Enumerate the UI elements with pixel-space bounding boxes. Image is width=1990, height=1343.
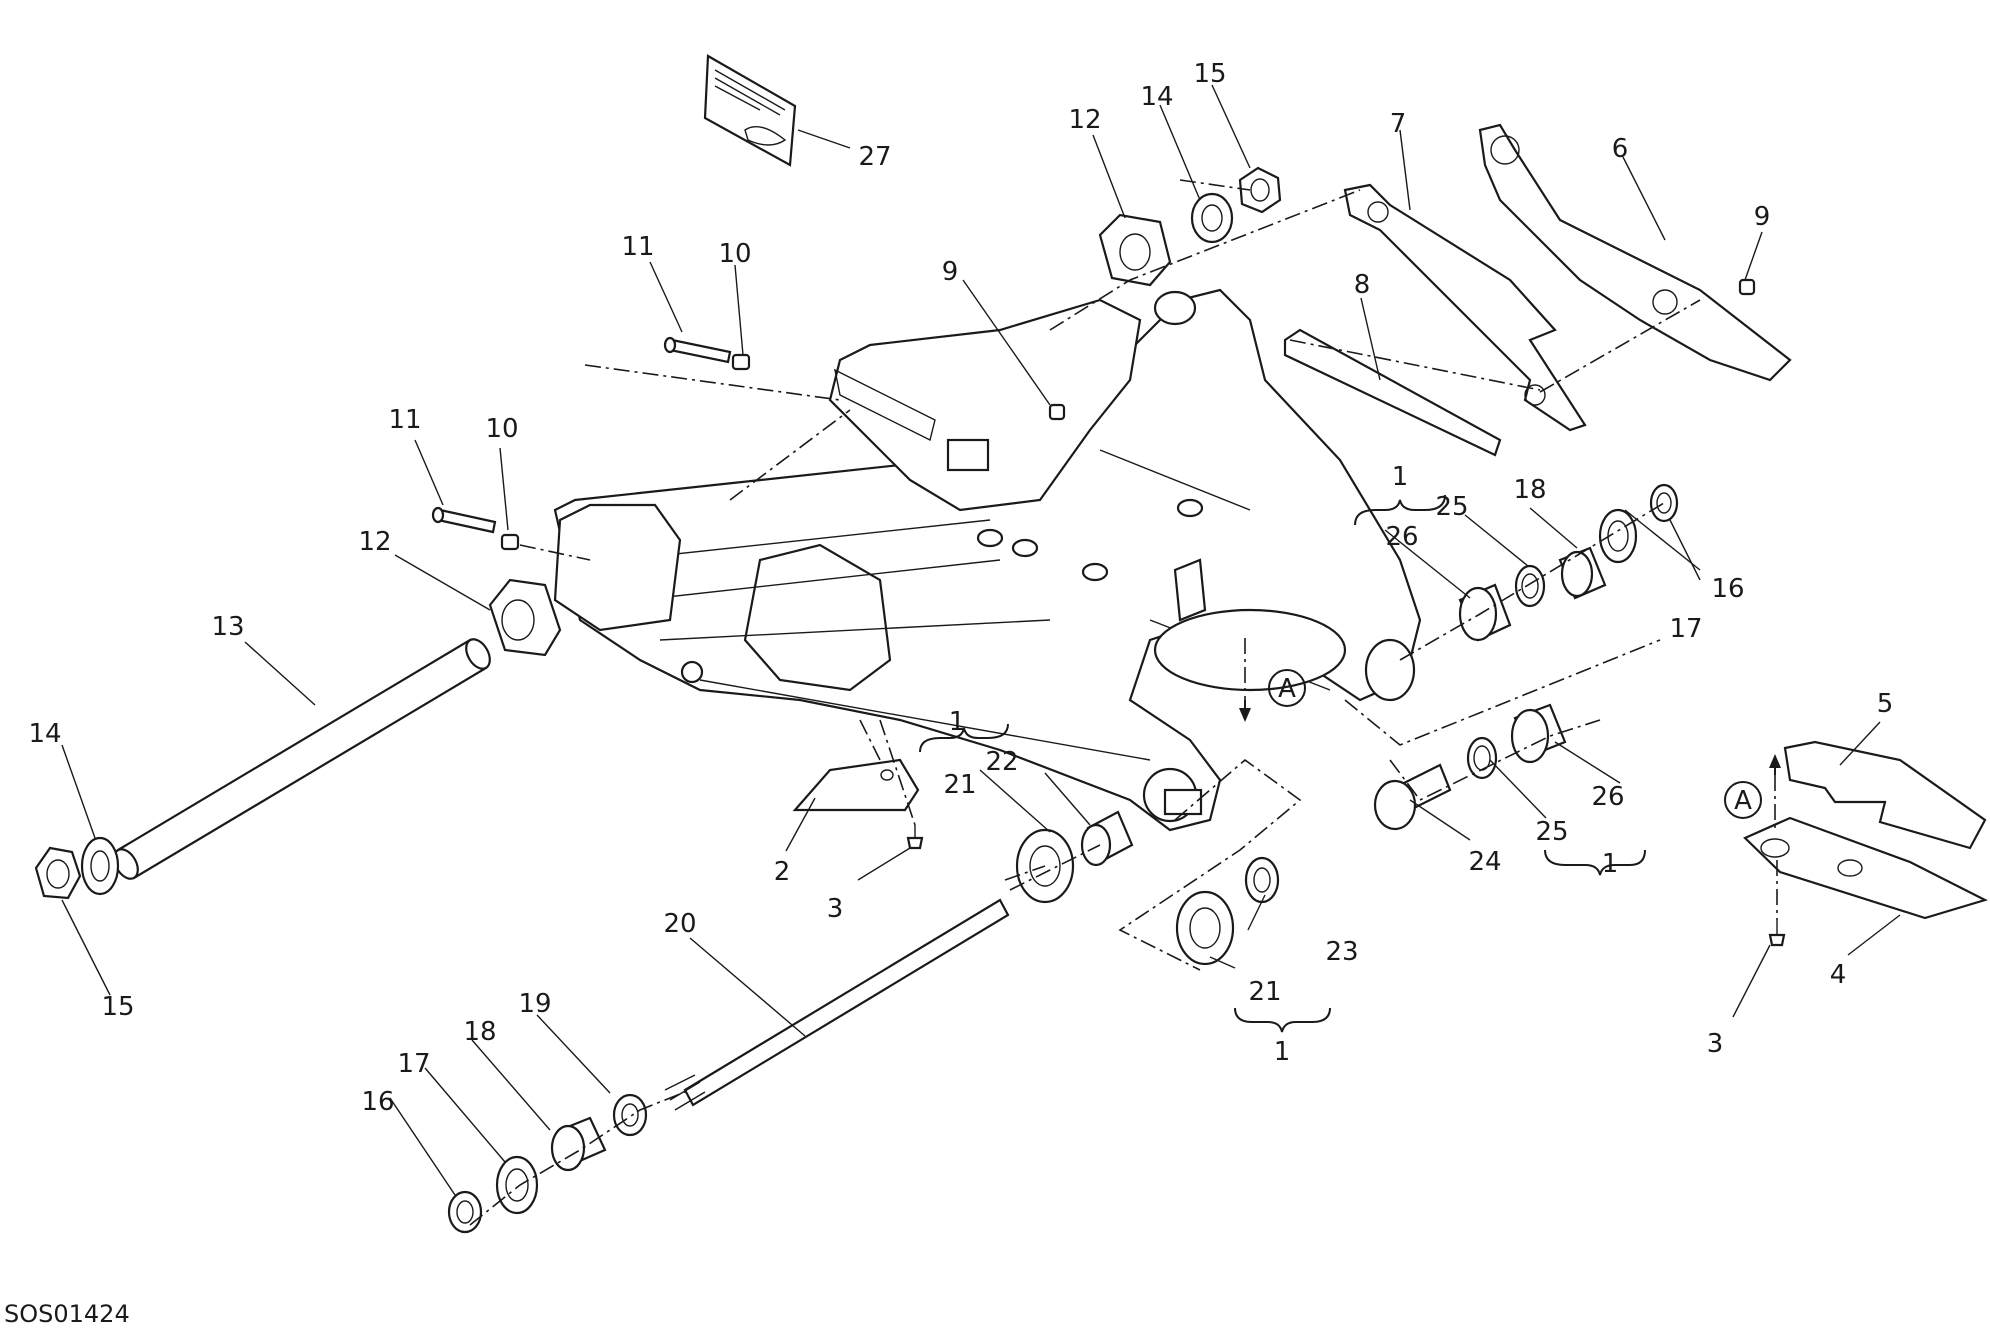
callout-10-lower: 10	[485, 414, 518, 444]
callout-1-upper-right: 1	[1392, 462, 1409, 492]
seal-17-upper	[1598, 508, 1638, 564]
callout-18-lower: 18	[463, 1017, 496, 1047]
nut-16-upper	[1649, 483, 1679, 523]
callout-25-upper: 25	[1435, 492, 1468, 522]
callout-1-lower-right: 1	[1602, 849, 1619, 879]
view-marker-a-1: A	[1268, 669, 1306, 707]
callout-1-bottom: 1	[1274, 1037, 1291, 1067]
bolt-11-upper	[663, 336, 732, 364]
chain-guide-8	[1283, 328, 1502, 457]
callout-17-lower: 17	[397, 1049, 430, 1079]
callout-26-lower: 26	[1591, 782, 1624, 812]
bushing-18-lower	[550, 1116, 607, 1172]
screw-part-3-right	[1768, 920, 1786, 947]
callout-3-right: 3	[1707, 1029, 1724, 1059]
callout-11-lower: 11	[388, 405, 421, 435]
callout-2: 2	[774, 857, 791, 887]
screw-9-right	[1738, 278, 1756, 296]
callout-labels: 27 12 14 15 7 6 9 8 9 11 10 11 10 12 13 …	[28, 59, 1893, 1117]
callout-20: 20	[663, 909, 696, 939]
needle-bearing-26-lower	[1510, 703, 1567, 764]
spacer-ring-25-upper	[1514, 564, 1546, 608]
drawing-code: SOS01424	[4, 1300, 130, 1328]
bushing-23	[1244, 856, 1280, 904]
washer-14-left	[80, 836, 120, 896]
pivot-tube-13	[113, 638, 491, 880]
bearing-21-lower	[1175, 890, 1235, 966]
callout-4: 4	[1830, 960, 1847, 990]
guard-5	[1783, 740, 1987, 850]
assembly-axis-lines	[469, 179, 1778, 1226]
callout-9-center: 9	[942, 257, 959, 287]
callout-17-upper: 17	[1669, 614, 1702, 644]
callout-12-upper: 12	[1068, 105, 1101, 135]
svg-text:A: A	[1278, 674, 1296, 704]
nut-10-upper	[731, 353, 751, 371]
callout-6: 6	[1612, 134, 1629, 164]
callout-16-upper: 16	[1711, 574, 1744, 604]
callout-7: 7	[1390, 109, 1407, 139]
needle-bearing-26-upper	[1458, 583, 1512, 642]
callout-19: 19	[518, 989, 551, 1019]
nut-15-left	[34, 846, 82, 900]
eccentric-12-upper	[1098, 213, 1172, 287]
seal-19	[612, 1093, 648, 1137]
callout-1-center: 1	[949, 707, 966, 737]
callout-15-left: 15	[101, 992, 134, 1022]
callout-14-left: 14	[28, 719, 61, 749]
bushing-18-upper	[1558, 546, 1607, 600]
spacer-22	[1080, 810, 1134, 867]
view-marker-a-2: A	[1724, 781, 1762, 819]
callout-13: 13	[211, 612, 244, 642]
guard-4	[1743, 816, 1988, 920]
spacer-ring-25-lower	[1466, 736, 1498, 780]
nut-15-upper	[1238, 166, 1282, 214]
leader-lines	[61, 84, 1901, 1196]
screw-9-center	[1048, 403, 1066, 421]
bolt-11-lower	[431, 506, 497, 534]
axle-20	[664, 898, 1010, 1111]
callout-8: 8	[1354, 270, 1371, 300]
bracket-part-2	[792, 758, 920, 812]
nut-16-lower	[447, 1190, 483, 1234]
callout-27: 27	[858, 142, 891, 172]
group-braces	[919, 494, 1646, 1033]
callout-10-upper: 10	[718, 239, 751, 269]
view-arrows	[1239, 700, 1781, 775]
chain-guard-6	[1478, 123, 1792, 382]
callout-12-lower: 12	[358, 527, 391, 557]
callout-21-lower: 21	[1248, 977, 1281, 1007]
callout-5: 5	[1877, 689, 1894, 719]
callout-11-upper: 11	[621, 232, 654, 262]
callout-14-upper: 14	[1140, 82, 1173, 112]
callout-22: 22	[985, 747, 1018, 777]
seal-17-lower	[495, 1155, 539, 1215]
callout-26-upper: 26	[1385, 522, 1418, 552]
callout-3-left: 3	[827, 894, 844, 924]
screw-part-3-left	[906, 825, 924, 850]
callout-23: 23	[1325, 937, 1358, 967]
callout-16-lower: 16	[361, 1087, 394, 1117]
callout-21-left: 21	[943, 770, 976, 800]
swingarm-body	[553, 288, 1422, 832]
sleeve-24	[1373, 763, 1452, 831]
callout-25-lower: 25	[1535, 817, 1568, 847]
callout-24: 24	[1468, 847, 1501, 877]
washer-14-upper	[1190, 192, 1234, 244]
eccentric-12-left	[488, 578, 562, 657]
nut-10-lower	[500, 533, 520, 551]
callout-15-upper: 15	[1193, 59, 1226, 89]
decal-label-part	[703, 54, 797, 167]
callout-9-right: 9	[1754, 202, 1771, 232]
svg-text:A: A	[1734, 786, 1752, 816]
chain-guard-7	[1343, 183, 1587, 432]
callout-18-upper: 18	[1513, 475, 1546, 505]
